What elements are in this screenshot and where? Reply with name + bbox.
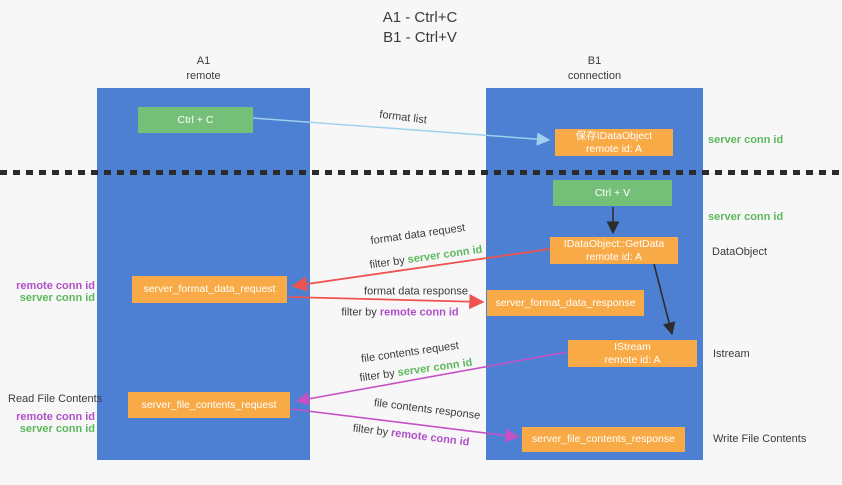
title-line-ctrl-v: B1 - Ctrl+V [383, 29, 457, 46]
dataobject-label: DataObject [712, 246, 768, 258]
istream-line2: remote id: A [604, 353, 661, 366]
ctrl-v-node: Ctrl + V [553, 180, 672, 206]
server-file-contents-response-label: server_file_contents_response [531, 433, 675, 446]
file-contents-response-label: file contents response [373, 397, 481, 422]
istream-side-label: Istream [713, 348, 750, 360]
lane-b1-subtitle: connection [567, 70, 622, 82]
getdata-line1: IDataObject::GetData [563, 238, 665, 250]
section-divider [0, 170, 842, 175]
lane-b1-name: B1 [587, 55, 602, 67]
server-conn-id-label-format: server conn id [19, 292, 95, 304]
save-idataobject-line1: 保存IDataObject [575, 130, 653, 142]
filter-by-text: filter by [368, 254, 406, 272]
ctrl-c-node: Ctrl + C [138, 107, 253, 133]
lane-a1-header: A1 remote [97, 54, 310, 84]
idataobject-getdata-node: IDataObject::GetData remote id: A [550, 237, 678, 264]
server-conn-id-label-file: server conn id [19, 423, 95, 435]
server-conn-id-inline: server conn id [396, 356, 474, 380]
server-file-contents-response-node: server_file_contents_response [522, 427, 685, 452]
getdata-line2: remote id: A [585, 250, 643, 263]
diagram-title: A1 - Ctrl+C B1 - Ctrl+V [300, 8, 540, 48]
server-format-data-response-label: server_format_data_response [495, 296, 636, 309]
remote-conn-id-inline: remote conn id [390, 427, 471, 449]
format-data-request-filter-label: filter byserver conn id [369, 244, 483, 273]
remote-conn-id-label-file: remote conn id [16, 411, 95, 423]
read-file-contents-label: Read File Contents [8, 393, 103, 405]
filter-by-text: filter by [352, 422, 389, 439]
server-conn-id-inline: server conn id [406, 243, 484, 267]
save-idataobject-line2: remote id: A [585, 142, 643, 155]
filter-by-text: filter by [358, 367, 396, 385]
lane-a1-name: A1 [196, 55, 211, 67]
filter-by-text: filter by [341, 306, 377, 319]
server-file-contents-request-label: server_file_contents_request [141, 398, 277, 411]
remote-conn-id-label-format: remote conn id [16, 280, 95, 292]
format-data-request-label: format data request [369, 221, 466, 248]
lane-a1-subtitle: remote [186, 70, 221, 82]
write-file-contents-label: Write File Contents [713, 433, 807, 445]
istream-node: IStream remote id: A [568, 340, 697, 367]
server-format-data-response-node: server_format_data_response [487, 290, 644, 316]
format-list-label: format list [378, 108, 428, 127]
format-data-response-label: format data response [364, 285, 468, 298]
istream-line1: IStream [614, 341, 651, 353]
ctrl-c-label: Ctrl + C [177, 113, 214, 126]
server-format-data-request-node: server_format_data_request [132, 276, 287, 303]
server-conn-id-label-mid: server conn id [708, 211, 784, 223]
server-conn-id-label-top: server conn id [708, 134, 784, 146]
save-idataobject-node: 保存IDataObject remote id: A [555, 129, 673, 156]
server-file-contents-request-node: server_file_contents_request [128, 392, 290, 418]
remote-conn-id-inline: remote conn id [379, 306, 459, 319]
server-format-data-request-label: server_format_data_request [143, 283, 276, 296]
lane-b1-header: B1 connection [486, 54, 703, 84]
title-line-ctrl-c: A1 - Ctrl+C [382, 9, 458, 26]
ctrl-v-label: Ctrl + V [594, 186, 631, 199]
